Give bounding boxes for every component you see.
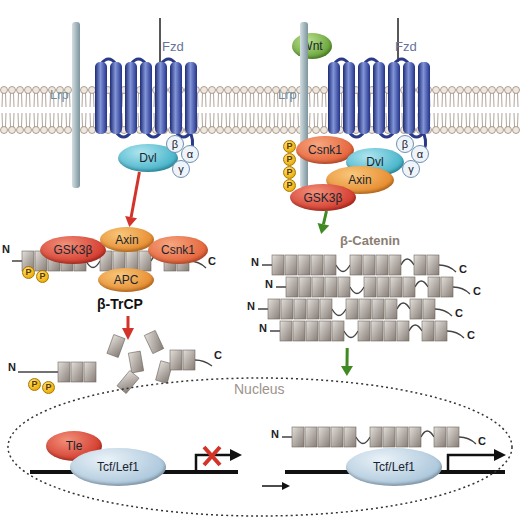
terminus-label: N [2, 244, 10, 255]
subunit-circle: γ [172, 160, 190, 178]
phospho-circle: P [36, 270, 49, 283]
ligand-oval: Wnt [292, 33, 332, 59]
transition-arrow [262, 485, 284, 487]
phospho-circle: P [42, 381, 55, 394]
terminus-label: C [208, 256, 216, 267]
protein-oval: GSK3β [290, 184, 356, 211]
catenin-fragments [18, 330, 212, 393]
phospho-circle: P [283, 153, 296, 166]
node-text: β [172, 139, 178, 150]
phospho-circle: P [283, 140, 296, 153]
protein-oval: Tcf/Lef1 [70, 448, 166, 486]
protein-oval: GSK3β [40, 236, 106, 264]
protein-oval: Axin [100, 227, 154, 252]
protein-oval: Csnk1 [148, 236, 208, 264]
nucleus-envelope [8, 378, 512, 516]
receptor-stalk [300, 22, 308, 188]
node-text: Csnk1 [308, 144, 342, 156]
terminus-label: C [214, 350, 222, 361]
node-text: Tle [66, 440, 83, 452]
terminus-label: C [473, 286, 481, 297]
subunit-circle: γ [402, 160, 420, 178]
receptor-stalk [72, 22, 80, 188]
node-text: β-Catenin [340, 234, 400, 247]
node-text: GSK3β [304, 192, 343, 204]
node-text: Csnk1 [161, 244, 195, 256]
frizzled-helices [95, 59, 197, 154]
degradation-arrow [127, 316, 130, 330]
node-text: Tcf/Lef1 [97, 461, 139, 473]
node-text: Nucleus [234, 382, 285, 396]
protein-oval: Tcf/Lef1 [346, 448, 442, 486]
node-text: Fzd [395, 40, 417, 53]
catenin-chain [282, 427, 476, 447]
catenin-chain [258, 299, 452, 319]
node-text: γ [178, 164, 184, 175]
arrow-shaft [131, 172, 139, 217]
node-text: P [286, 181, 292, 190]
arrow-head [341, 366, 353, 376]
arrow-shaft [345, 348, 348, 366]
catenin-chain [262, 255, 456, 275]
node-text: α [417, 149, 423, 160]
node-text: P [45, 383, 51, 392]
receptor-tail [160, 18, 398, 62]
arrow-head [494, 449, 506, 461]
node-text: APC [114, 274, 139, 286]
terminus-label: C [467, 330, 475, 341]
enzyme-label: β-TrCP [97, 297, 143, 311]
protein-stack: β-Catenin [248, 234, 470, 348]
node-text: Tcf/Lef1 [373, 461, 415, 473]
terminus-label: N [271, 429, 279, 440]
terminus-label: C [455, 308, 463, 319]
arrow-head [318, 223, 330, 234]
protein-oval: APC [98, 268, 154, 292]
node-text: P [25, 268, 31, 277]
receptor-helices: Fzd [325, 38, 437, 136]
blocked-mark [204, 447, 220, 465]
arrow-head [122, 328, 134, 340]
node-text: Dvl [139, 152, 156, 164]
catenin-chain [276, 277, 470, 297]
catenin-chain [270, 321, 464, 341]
node-text: P [286, 142, 292, 151]
node-text: P [31, 380, 37, 389]
terminus-label: N [265, 279, 273, 290]
node-text: Axin [348, 174, 371, 186]
node-text: γ [408, 164, 414, 175]
terminus-label: N [247, 301, 255, 312]
node-text: P [286, 155, 292, 164]
terminus-label: C [478, 436, 486, 447]
arrow-head [282, 482, 290, 490]
receptor-helices: Fzd [92, 38, 204, 136]
node-text: P [286, 168, 292, 177]
node-text: P [39, 272, 45, 281]
terminus-label: C [459, 264, 467, 275]
arrow-head [230, 449, 242, 461]
terminus-label: N [259, 323, 267, 334]
node-text: α [187, 149, 193, 160]
arrow-head [125, 216, 137, 227]
signal-arrow [341, 348, 353, 376]
receptor-bar: Lrp [50, 22, 82, 188]
phospho-circle: P [283, 166, 296, 179]
arrow-shaft [323, 211, 326, 224]
node-text: Axin [115, 234, 138, 246]
signal-arrow [318, 211, 330, 234]
phospho-circle: P [28, 378, 41, 391]
nucleus-ellipse: NucleusTleTcf/Lef1 Tcf/Lef1 [6, 376, 514, 518]
terminus-label: N [8, 362, 16, 373]
phospho-circle: P [22, 266, 35, 279]
node-text: Fzd [162, 40, 184, 53]
phospho-circle: P [283, 179, 296, 192]
node-text: Lrp [278, 88, 297, 101]
terminus-label: N [251, 257, 259, 268]
node-text: β [402, 139, 408, 150]
signal-arrow [125, 172, 139, 227]
node-text: Lrp [50, 88, 69, 101]
node-text: GSK3β [54, 244, 93, 256]
